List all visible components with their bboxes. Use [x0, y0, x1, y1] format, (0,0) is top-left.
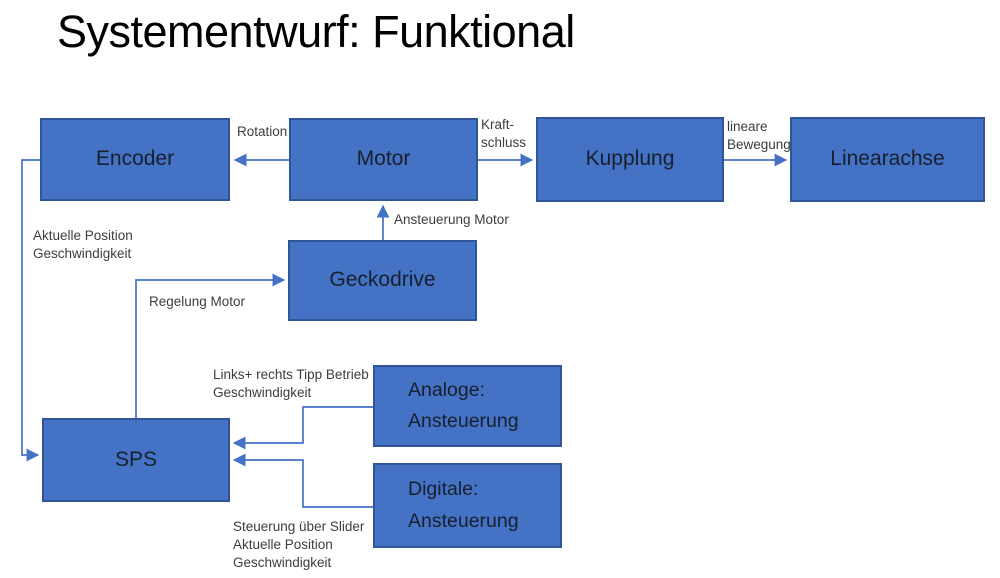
edge-sps-to-geckodrive-arrow — [135, 273, 286, 418]
edge-label-rotation: Rotation — [237, 124, 288, 139]
node-analoge-ansteuerung: Analoge: Ansteuerung — [373, 365, 562, 447]
edge-label-ansteuerung-motor: Ansteuerung Motor — [394, 212, 509, 227]
edge-digital-to-sps-arrow — [232, 453, 373, 508]
node-digitale-label-line1: Digitale: — [408, 478, 479, 501]
node-motor: Motor — [289, 118, 478, 201]
node-linearachse: Linearachse — [790, 117, 985, 202]
node-digitale-ansteuerung: Digitale: Ansteuerung — [373, 463, 562, 548]
node-digitale-label-line2: Ansteuerung — [408, 509, 519, 532]
slide-title: Systementwurf: Funktional — [57, 6, 575, 57]
node-sps: SPS — [42, 418, 230, 502]
edge-label-links-rechts-tipp-betrieb: Links+ rechts Tipp Betrieb Geschwindigke… — [213, 367, 369, 400]
node-linearachse-label: Linearachse — [830, 147, 945, 171]
node-geckodrive-label: Geckodrive — [329, 268, 436, 292]
edge-encoder-to-sps-arrow — [21, 159, 40, 462]
node-geckodrive: Geckodrive — [288, 240, 477, 321]
node-analoge-label-line1: Analoge: — [408, 378, 485, 401]
edge-label-regelung-motor: Regelung Motor — [149, 294, 246, 309]
edge-label-kraftschluss: Kraft- schluss — [481, 117, 527, 150]
node-encoder: Encoder — [40, 118, 230, 201]
node-encoder-label: Encoder — [95, 147, 175, 171]
edge-label-lineare-bewegung: lineare Bewegung — [727, 119, 791, 152]
node-sps-label: SPS — [114, 447, 158, 471]
edge-label-aktuelle-position: Aktuelle Position Geschwindigkeit — [33, 228, 133, 261]
node-analoge-label-line2: Ansteuerung — [408, 410, 519, 432]
edge-label-steuerung-ueber-slider: Steuerung über Slider Aktuelle Position … — [233, 519, 365, 570]
node-kupplung-label: Kupplung — [585, 147, 675, 171]
edge-analog-to-sps-arrow — [232, 406, 373, 450]
node-motor-label: Motor — [356, 147, 411, 171]
node-kupplung: Kupplung — [536, 117, 724, 202]
